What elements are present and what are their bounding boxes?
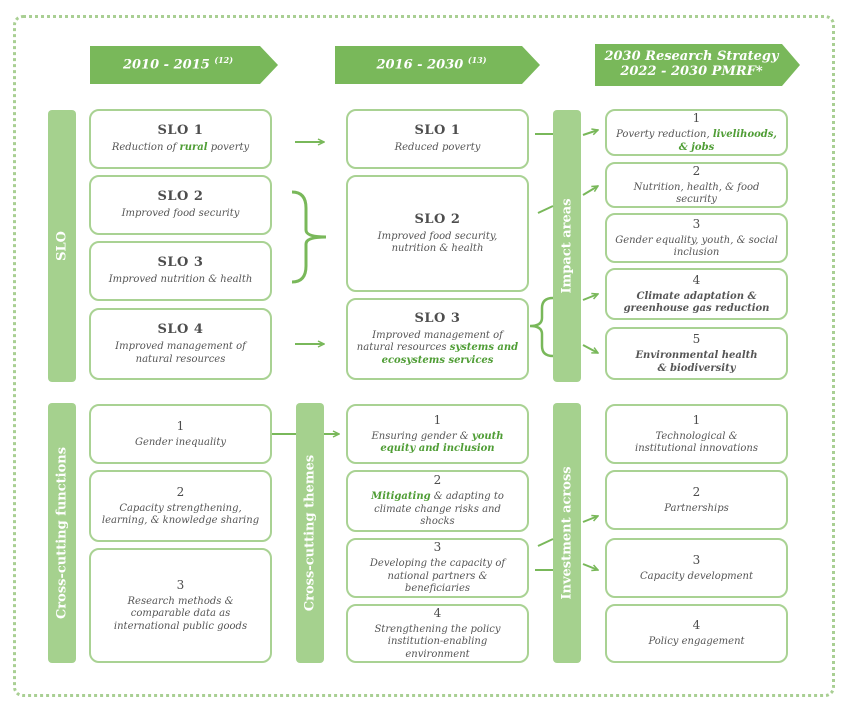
dotted-frame [13, 15, 835, 697]
impact-area-num-1: 1 [692, 111, 701, 125]
investment-num-4: 4 [692, 618, 701, 633]
slo-2010-desc-2: Improved food security [121, 208, 240, 220]
impact-area-desc-2: Nutrition, health, & food security [633, 181, 760, 206]
slo-2016-desc-2: Improved food security, nutrition & heal… [377, 230, 498, 255]
slo-2010-title-3: SLO 3 [157, 255, 204, 271]
curly-brace-slo3-impact [529, 296, 554, 358]
impact-area-num-2: 2 [692, 163, 701, 178]
cross-theme-desc-2: Mitigating & adapting to climate change … [371, 491, 504, 528]
header-2010-ref: (12) [214, 55, 234, 66]
cross-theme-box-1: 1 Ensuring gender & youth equity and inc… [346, 404, 529, 464]
arrow-impact-2 [582, 186, 598, 196]
cross-theme-num-4: 4 [433, 605, 442, 620]
impact-area-num-3: 3 [692, 216, 701, 231]
slo-2016-title-1: SLO 1 [414, 123, 461, 139]
cross-theme-desc-3: Developing the capacity of national part… [369, 558, 506, 595]
investment-bar: Investment across [553, 403, 581, 663]
cross-theme-num-1: 1 [433, 412, 442, 427]
header-2016-text: 2016 - 2030 [376, 57, 464, 73]
cross-function-num-2: 2 [176, 484, 185, 499]
slo-2010-title-2: SLO 2 [157, 189, 204, 205]
curly-brace-slo2-slo3 [291, 190, 327, 284]
slo-2010-desc-3: Improved nutrition & health [108, 274, 253, 286]
cross-function-desc-1: Gender inequality [134, 436, 227, 448]
investment-num-1: 1 [692, 412, 701, 427]
investment-box-2: 2 Partnerships [605, 470, 788, 530]
slo-2010-desc-4: Improved management of natural resources [115, 341, 246, 365]
slo-bar: SLO [48, 110, 76, 382]
investment-box-1: 1 Technological & institutional innovati… [605, 404, 788, 464]
header-2010-text: 2010 - 2015 [122, 57, 210, 73]
investment-desc-3: Capacity development [640, 570, 753, 582]
slo-2016-title-2: SLO 2 [414, 211, 461, 227]
header-2030-strategy: 2030 Research Strategy 2022 - 2030 PMRF* [595, 44, 800, 86]
line-theme2-to-investment [537, 538, 554, 547]
arrow-impact-5 [582, 344, 598, 354]
cross-function-desc-3: Research methods & comparable data as in… [113, 595, 248, 632]
slo-2010-title-1: SLO 1 [157, 123, 204, 139]
cross-theme-num-2: 2 [433, 473, 442, 488]
line-slo2-to-impact [537, 205, 554, 214]
cross-function-num-3: 3 [176, 577, 185, 592]
impact-area-box-4: 4 Climate adaptation & greenhouse gas re… [605, 268, 788, 320]
impact-area-desc-5: Environmental health & biodiversity [635, 350, 758, 374]
cross-theme-box-4: 4 Strengthening the policy institution-e… [346, 604, 529, 663]
cross-theme-box-2: 2 Mitigating & adapting to climate chang… [346, 470, 529, 532]
arrow-impact-1 [582, 130, 598, 136]
header-2016-2030: 2016 - 2030 (13) [335, 46, 540, 84]
impact-area-box-3: 3 Gender equality, youth, & social inclu… [605, 213, 788, 263]
slo-2010-box-2: SLO 2 Improved food security [89, 175, 272, 235]
impact-area-num-4: 4 [692, 272, 701, 287]
impact-areas-bar: Impact areas [553, 110, 581, 382]
cross-function-num-1: 1 [176, 418, 185, 433]
investment-desc-4: Policy engagement [648, 636, 745, 648]
header-2030-line1: 2030 Research Strategy [604, 49, 779, 65]
cross-functions-bar: Cross-cutting functions [48, 403, 76, 663]
investment-box-4: 4 Policy engagement [605, 604, 788, 663]
slo-2010-box-4: SLO 4 Improved management of natural res… [89, 308, 272, 380]
cross-themes-bar: Cross-cutting themes [296, 403, 324, 663]
investment-box-3: 3 Capacity development [605, 538, 788, 598]
slo-2016-box-3: SLO 3 Improved management of natural res… [346, 298, 529, 380]
slo-2016-box-1: SLO 1 Reduced poverty [346, 109, 529, 169]
investment-num-2: 2 [692, 484, 701, 499]
arrow-investment-3 [582, 563, 598, 570]
cross-theme-desc-1: Ensuring gender & youth equity and inclu… [371, 430, 504, 455]
impact-area-desc-1: Poverty reduction, livelihoods, & jobs [616, 129, 777, 153]
slo-2010-box-3: SLO 3 Improved nutrition & health [89, 241, 272, 301]
impact-area-box-5: 5 Environmental health & biodiversity [605, 327, 788, 380]
cross-theme-num-3: 3 [433, 540, 442, 555]
cross-function-box-2: 2 Capacity strengthening, learning, & kn… [89, 470, 272, 542]
arrow-impact-4 [582, 294, 598, 301]
cross-function-desc-2: Capacity strengthening, learning, & know… [101, 502, 260, 527]
cross-theme-box-3: 3 Developing the capacity of national pa… [346, 538, 529, 598]
slo-2016-title-3: SLO 3 [414, 310, 461, 326]
cross-theme-desc-4: Strengthening the policy institution-ena… [374, 623, 501, 660]
header-2010-2015: 2010 - 2015 (12) [90, 46, 278, 84]
slo-2016-box-2: SLO 2 Improved food security, nutrition … [346, 175, 529, 292]
impact-area-box-2: 2 Nutrition, health, & food security [605, 162, 788, 208]
slo-2016-desc-3: Improved management of natural resources… [356, 329, 519, 366]
impact-area-desc-4: Climate adaptation & greenhouse gas redu… [623, 290, 770, 315]
slo-2010-desc-1: Reduction of rural poverty [111, 142, 250, 154]
investment-desc-2: Partnerships [664, 502, 729, 514]
header-2016-ref: (13) [467, 55, 487, 66]
arrow-investment-2 [582, 516, 598, 523]
cross-function-box-3: 3 Research methods & comparable data as … [89, 548, 272, 663]
header-2030-line2: 2022 - 2030 PMRF* [620, 64, 763, 79]
cross-function-box-1: 1 Gender inequality [89, 404, 272, 464]
impact-area-box-1: 1 Poverty reduction, livelihoods, & jobs [605, 109, 788, 156]
slo-2016-desc-1: Reduced poverty [394, 142, 481, 154]
impact-area-num-5: 5 [692, 332, 701, 346]
slo-2010-box-1: SLO 1 Reduction of rural poverty [89, 109, 272, 169]
investment-num-3: 3 [692, 552, 701, 567]
impact-area-desc-3: Gender equality, youth, & social inclusi… [615, 234, 778, 259]
slo-2010-title-4: SLO 4 [157, 322, 204, 337]
investment-desc-1: Technological & institutional innovation… [635, 430, 758, 455]
